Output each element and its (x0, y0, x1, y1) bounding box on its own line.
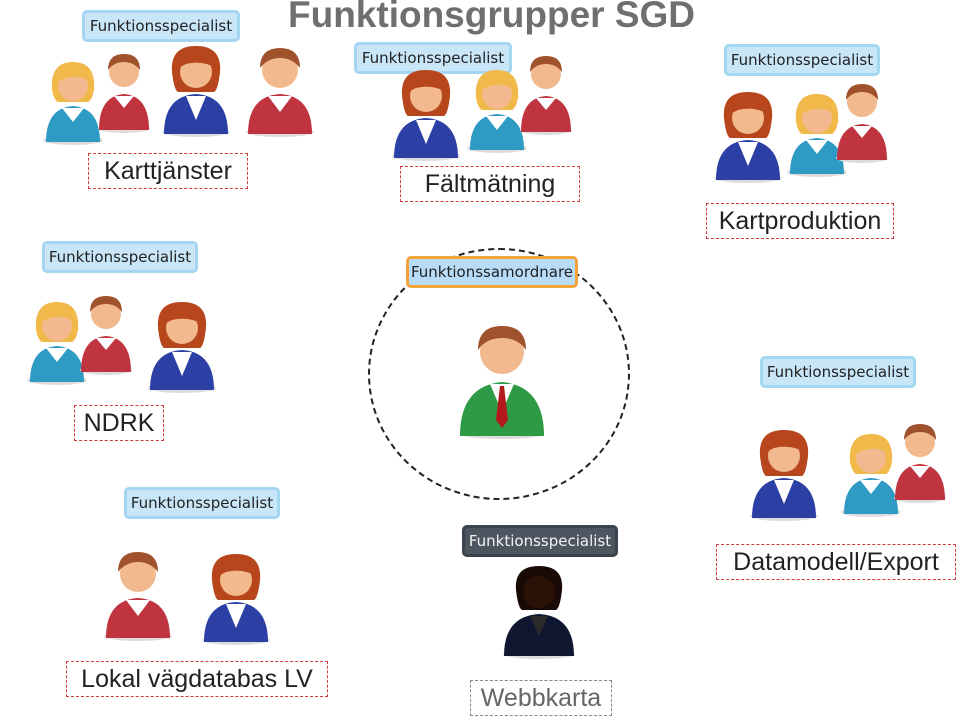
group-label-faltmatning: Fältmätning (400, 166, 580, 202)
man-green-icon (460, 326, 544, 439)
diagram-title: Funktionsgrupper SGD (288, 0, 695, 35)
woman-blue-icon (392, 70, 460, 161)
woman-blonde-icon (43, 62, 103, 145)
role-box-webbkarta: Funktionsspecialist (462, 525, 618, 557)
group-label-datamodell: Datamodell/Export (716, 544, 956, 580)
group-label-ndrk: NDRK (74, 405, 164, 441)
coordinator-circle (368, 248, 630, 500)
man-red-icon (836, 84, 888, 163)
group-label-kartproduktion: Kartproduktion (706, 203, 894, 239)
woman-blonde-icon (841, 434, 901, 517)
role-box-kartproduktion: Funktionsspecialist (724, 44, 880, 76)
group-label-lokal-vagdatabas: Lokal vägdatabas LV (66, 661, 328, 697)
role-box-karttjanster: Funktionsspecialist (82, 10, 240, 42)
woman-blonde-icon (467, 70, 527, 153)
woman-blonde-icon (787, 94, 847, 177)
man-red-icon (80, 296, 132, 375)
person-silhouette-icon (503, 566, 575, 659)
woman-blue-icon (202, 554, 270, 645)
man-red-icon (98, 54, 150, 133)
role-box-datamodell: Funktionsspecialist (760, 356, 916, 388)
role-box-faltmatning: Funktionsspecialist (354, 42, 512, 74)
coordinator-role-box: Funktionssamordnare (406, 256, 578, 288)
role-box-ndrk: Funktionsspecialist (42, 241, 198, 273)
woman-blue-icon (148, 302, 216, 393)
man-red-icon (520, 56, 572, 135)
man-red-icon (894, 424, 946, 503)
group-label-karttjanster: Karttjänster (88, 153, 248, 189)
woman-blue-icon (714, 92, 782, 183)
woman-blue-icon (162, 46, 230, 137)
man-red-icon (246, 48, 314, 137)
woman-blue-icon (750, 430, 818, 521)
woman-blonde-icon (27, 302, 87, 385)
role-box-lokal-vagdatabas: Funktionsspecialist (124, 487, 280, 519)
man-red-icon (104, 552, 172, 641)
group-label-webbkarta: Webbkarta (470, 680, 612, 716)
